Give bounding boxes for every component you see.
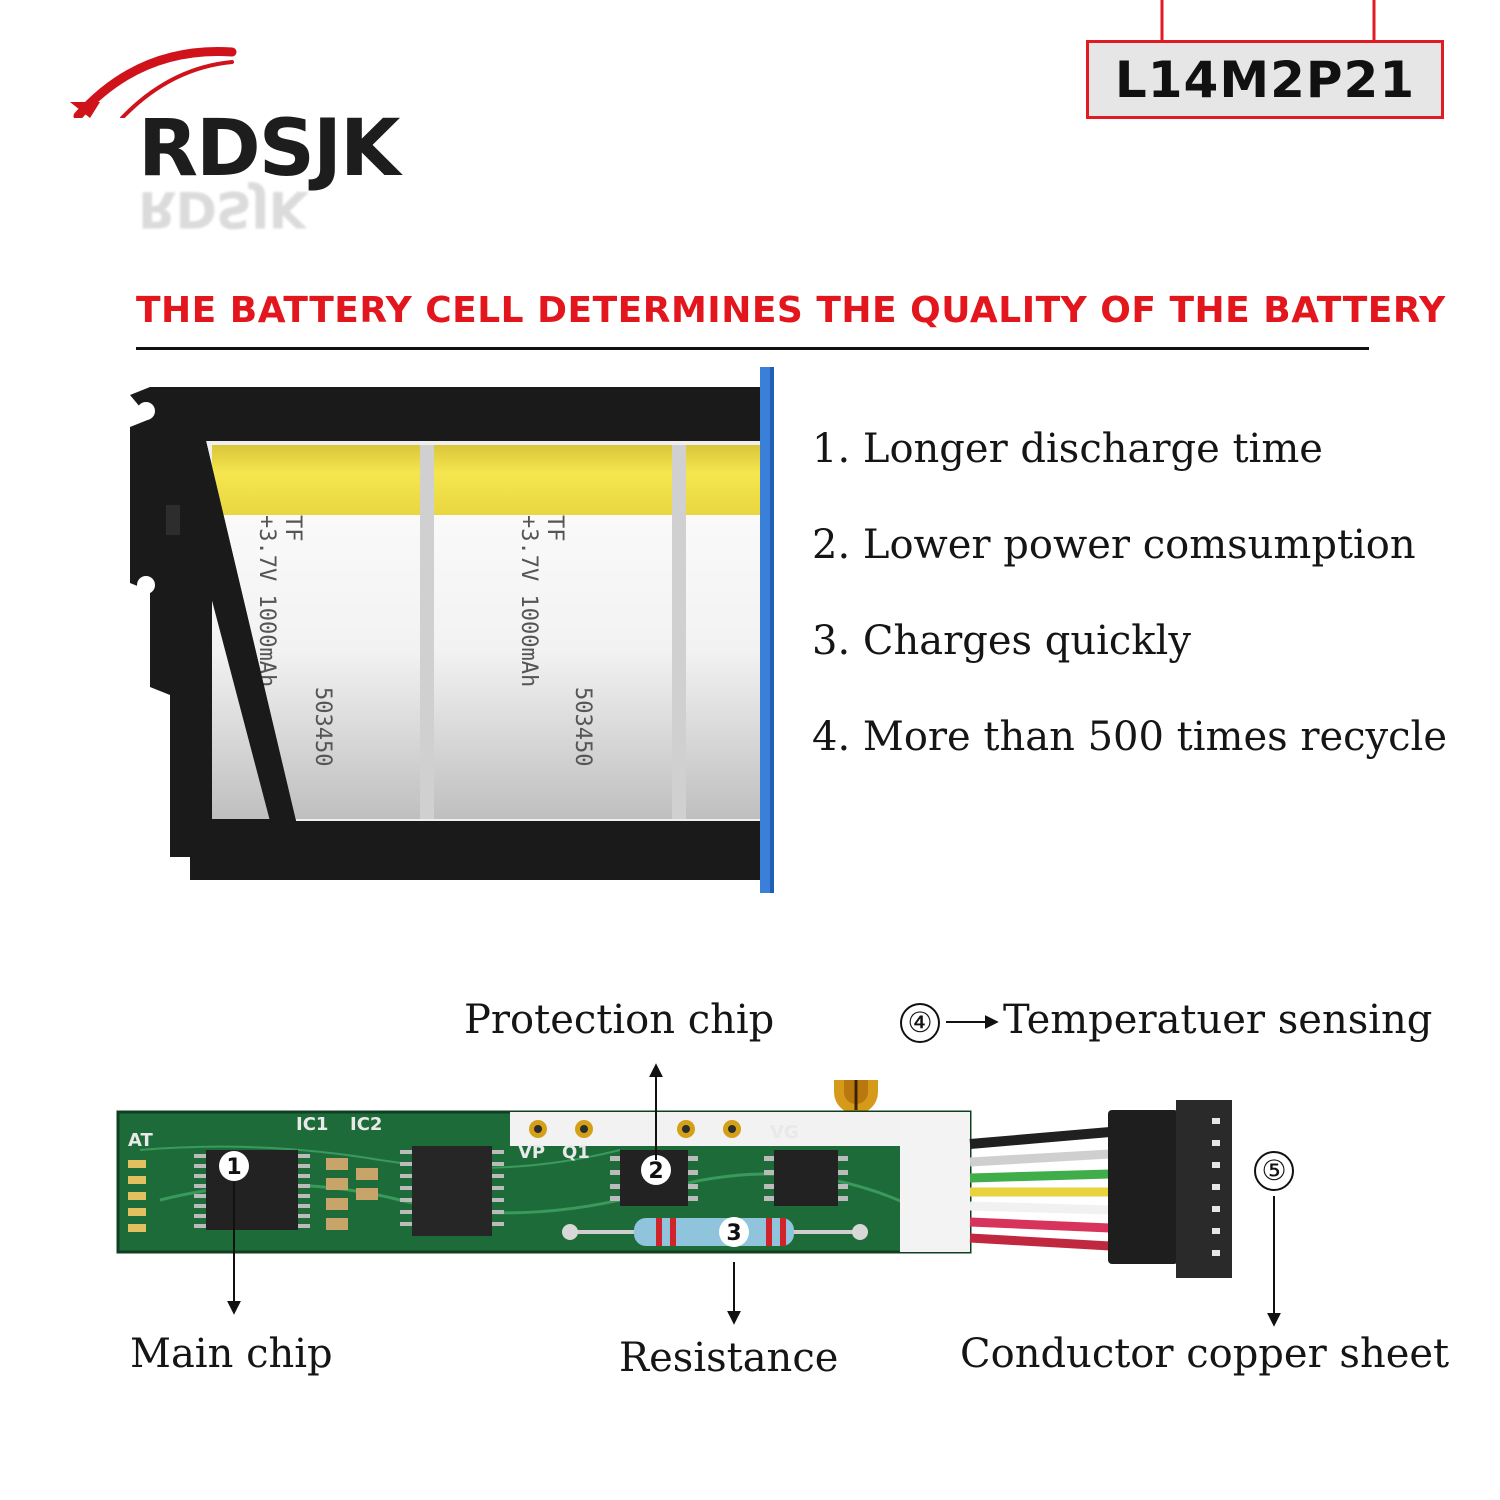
svg-text:TF: TF	[542, 515, 567, 542]
feature-item: 3. Charges quickly	[812, 618, 1191, 664]
label-temperature-sensing: Temperatuer sensing	[1003, 997, 1433, 1043]
svg-text:+3.7V 1000mAh: +3.7V 1000mAh	[254, 515, 279, 687]
svg-text:+3.7V 1000mAh: +3.7V 1000mAh	[516, 515, 541, 687]
temperature-probe	[834, 1080, 878, 1114]
protection-board-illustration: AT IC1 IC2 VP Q1 VG	[116, 1080, 1232, 1278]
model-code-box: L14M2P21	[1086, 40, 1444, 119]
model-tag-hanger	[1160, 0, 1376, 42]
feature-item: 1. Longer discharge time	[812, 426, 1323, 472]
label-conductor-copper-sheet: Conductor copper sheet	[960, 1331, 1450, 1377]
label-resistance: Resistance	[619, 1335, 839, 1381]
feature-item: 2. Lower power comsumption	[812, 522, 1416, 568]
feature-list: 1. Longer discharge time 2. Lower power …	[812, 418, 1492, 802]
label-main-chip: Main chip	[130, 1331, 333, 1377]
svg-text:TF: TF	[280, 515, 305, 542]
headline-divider	[136, 347, 1369, 350]
cable-harness	[969, 1100, 1232, 1278]
battery-cell-illustration: TF 503450 +3.7V 1000mAh TF 503450 +3.7V …	[130, 367, 774, 893]
secondary-chip	[400, 1146, 504, 1236]
svg-text:1: 1	[226, 1155, 241, 1180]
silk-vg: VG	[770, 1122, 799, 1143]
svg-text:503450: 503450	[570, 687, 595, 766]
logo-reflection: RDSJK	[138, 180, 307, 238]
resistance	[562, 1218, 868, 1246]
silk-q1: Q1	[562, 1142, 590, 1163]
svg-text:3: 3	[726, 1221, 741, 1246]
main-chip	[194, 1150, 310, 1230]
battery-cells	[212, 445, 762, 819]
marker-1	[219, 1151, 249, 1181]
silk-vp: VP	[518, 1142, 545, 1163]
marker-2	[641, 1155, 671, 1185]
feature-item: 4. More than 500 times recycle	[812, 714, 1448, 760]
svg-text:2: 2	[648, 1159, 663, 1184]
headline: THE BATTERY CELL DETERMINES THE QUALITY …	[136, 290, 1446, 331]
circled-number-5: ⑤	[1254, 1151, 1294, 1191]
marker-3	[719, 1217, 749, 1247]
model-code: L14M2P21	[1114, 50, 1416, 109]
label-protection-chip: Protection chip	[464, 997, 775, 1043]
circled-number-4: ④	[900, 1003, 940, 1043]
logo-wordmark: RDSJK	[138, 104, 400, 194]
silk-at: AT	[128, 1130, 154, 1151]
svg-text:503450: 503450	[310, 687, 335, 766]
silk-ic2: IC2	[350, 1114, 382, 1135]
cell-print: TF 503450 +3.7V 1000mAh TF 503450 +3.7V …	[254, 515, 595, 766]
logo-swoosh-icon	[70, 47, 237, 118]
brand-logo: RDSJK RDSJK	[60, 38, 480, 238]
silk-ic1: IC1	[296, 1114, 328, 1135]
